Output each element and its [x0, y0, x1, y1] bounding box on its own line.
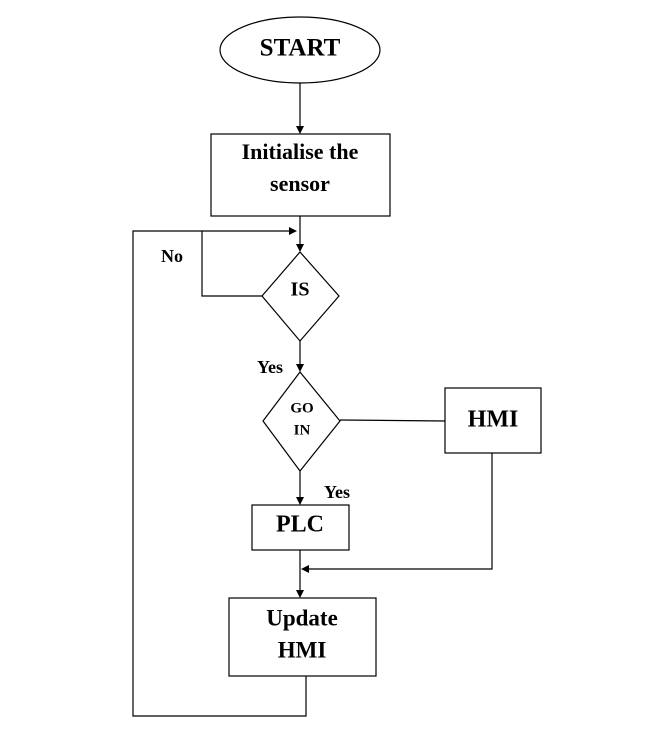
connector-update-loop-back: [132, 230, 307, 717]
is-no-label: No: [161, 246, 183, 266]
connector-init-to-is: [296, 216, 304, 252]
hmi-label: HMI: [468, 407, 519, 433]
plc-label: PLC: [276, 512, 324, 538]
connector-plc-to-update: [296, 550, 304, 598]
goin-yes-label: Yes: [324, 482, 350, 502]
is-decision: IS: [261, 251, 340, 342]
update-label-line1: Update: [266, 605, 338, 630]
is-label: IS: [291, 279, 310, 301]
initialise-label-line2: sensor: [270, 171, 330, 196]
plc-box: PLC: [251, 504, 350, 551]
update-label-line2: HMI: [278, 637, 327, 662]
goin-label-line2: IN: [294, 422, 311, 438]
connector-start-to-init: [296, 83, 304, 134]
connector-goin-to-plc: [296, 471, 304, 505]
goin-label-line1: GO: [290, 400, 313, 416]
goin-decision: GO IN: [262, 371, 341, 472]
connector-is-no-loop: [201, 227, 297, 297]
initialise-sensor-box: Initialise the sensor: [210, 133, 391, 217]
hmi-box: HMI: [444, 387, 542, 454]
update-hmi-box: Update HMI: [228, 597, 377, 677]
connector-hmi-to-join: [301, 453, 493, 573]
is-yes-label: Yes: [257, 357, 283, 377]
start-label: START: [260, 35, 341, 62]
start-terminal: START: [219, 16, 381, 84]
connector-is-to-goin: [296, 341, 304, 372]
initialise-label-line1: Initialise the: [242, 139, 359, 164]
connector-goin-to-hmi: [339, 419, 446, 422]
